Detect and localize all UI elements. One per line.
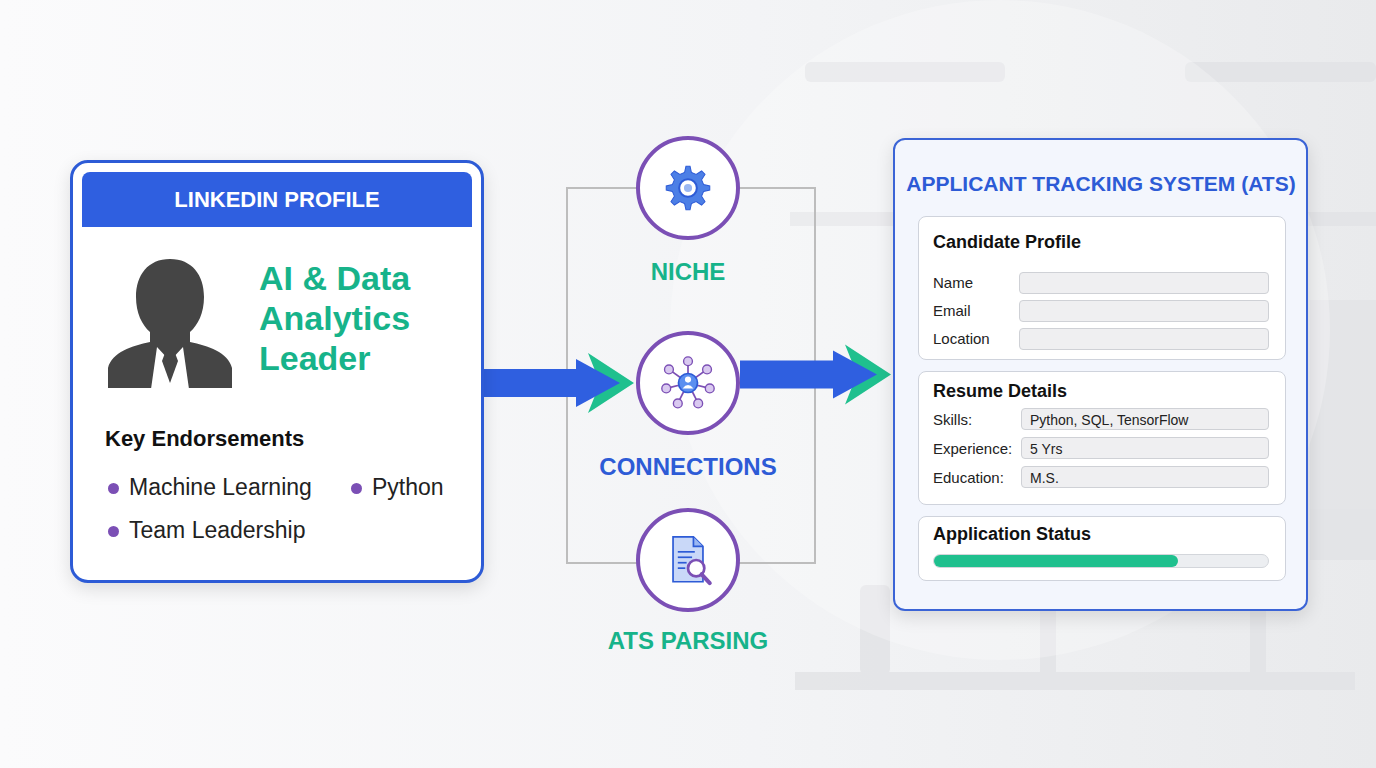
node-icon bbox=[654, 526, 722, 594]
field-value: M.S. bbox=[1021, 466, 1269, 488]
person-avatar bbox=[105, 251, 235, 391]
field-label: Name bbox=[933, 274, 973, 291]
feature-circle: CONNECTIONS bbox=[636, 331, 740, 435]
input-field bbox=[1019, 328, 1269, 350]
endorsement-item: Team Leadership bbox=[129, 517, 305, 544]
field-value: 5 Yrs bbox=[1021, 437, 1269, 459]
panel-title: APPLICANT TRACKING SYSTEM (ATS) bbox=[906, 172, 1295, 196]
section-card: Candidate ProfileNameEmailLocation bbox=[918, 216, 1286, 360]
progress-fill bbox=[934, 555, 1178, 567]
section-heading: Key Endorsements bbox=[105, 426, 304, 452]
profile-title: AI & Data Analytics Leader bbox=[259, 258, 459, 378]
node-label: CONNECTIONS bbox=[599, 453, 776, 481]
section-card: Application Status bbox=[918, 516, 1286, 581]
field-value: Python, SQL, TensorFlow bbox=[1021, 408, 1269, 430]
card-header: LINKEDIN PROFILE bbox=[174, 187, 379, 213]
progress-track bbox=[933, 554, 1269, 568]
field-label: Skills: bbox=[933, 411, 972, 428]
input-field bbox=[1019, 272, 1269, 294]
header-band: LINKEDIN PROFILE bbox=[82, 172, 472, 227]
flow-arrow bbox=[740, 345, 891, 405]
bullet-dot bbox=[108, 526, 119, 537]
feature-circle: NICHE bbox=[636, 136, 740, 240]
endorsement-item: Machine Learning bbox=[129, 474, 312, 501]
section-heading: Application Status bbox=[933, 524, 1091, 545]
bullet-dot bbox=[108, 483, 119, 494]
feature-circle: ATS PARSING bbox=[636, 508, 740, 612]
endorsement-item: Python bbox=[372, 474, 444, 501]
field-label: Email bbox=[933, 302, 971, 319]
field-label: Location bbox=[933, 330, 990, 347]
profile-card: LINKEDIN PROFILE AI & Data Analytics Lead… bbox=[70, 160, 484, 583]
section-heading: Resume Details bbox=[933, 381, 1067, 402]
node-label: NICHE bbox=[651, 258, 726, 286]
bullet-dot bbox=[351, 483, 362, 494]
flow-arrow bbox=[484, 353, 634, 413]
node-icon bbox=[654, 349, 722, 417]
section-card: Resume DetailsSkills: Python, SQL, Tensor… bbox=[918, 371, 1286, 505]
field-label: Experience: bbox=[933, 440, 1012, 457]
node-label: ATS PARSING bbox=[608, 627, 768, 655]
ats-panel: APPLICANT TRACKING SYSTEM (ATS) Candidate… bbox=[893, 138, 1308, 611]
node-icon bbox=[654, 154, 722, 222]
field-label: Education: bbox=[933, 469, 1004, 486]
input-field bbox=[1019, 300, 1269, 322]
section-heading: Candidate Profile bbox=[933, 232, 1081, 253]
